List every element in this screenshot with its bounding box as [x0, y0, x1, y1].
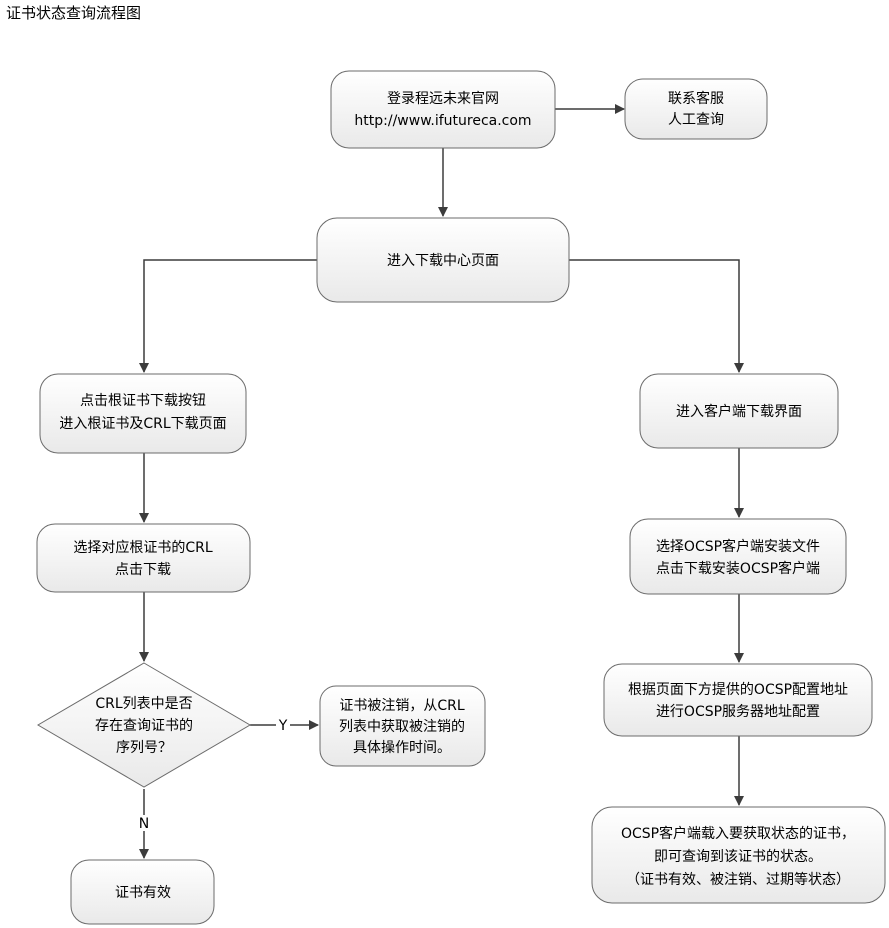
decision-line-1: CRL列表中是否 — [95, 696, 192, 712]
download-center-node: 进入下载中心页面 — [316, 217, 570, 303]
download-center-line-1: 进入下载中心页面 — [387, 253, 499, 269]
config-line-2: 进行OCSP服务器地址配置 — [656, 704, 820, 720]
service-line-1: 联系客服 — [668, 90, 724, 107]
revoked-node: 证书被注销，从CRL 列表中获取被注销的 具体操作时间。 — [319, 685, 486, 767]
no-label: N — [139, 816, 149, 832]
select-crl-line-1: 选择对应根证书的CRL — [73, 539, 213, 556]
service-line-2: 人工查询 — [668, 112, 724, 128]
arrow-download-center-to-root-cert — [139, 259, 317, 373]
config-node: 根据页面下方提供的OCSP配置地址 进行OCSP服务器地址配置 — [603, 663, 873, 737]
page-title: 证书状态查询流程图 — [6, 4, 142, 22]
root-cert-node: 点击根证书下载按钮 进入根证书及CRL下载页面 — [39, 373, 247, 454]
no-label-bg — [136, 815, 152, 831]
login-node: 登录程远未来官网 http://www.ifutureca.com — [330, 70, 556, 149]
root-cert-line-1: 点击根证书下载按钮 — [80, 393, 206, 409]
yes-label-bg — [276, 717, 290, 733]
decision-line-2: 存在查询证书的 — [95, 718, 193, 734]
ocsp-query-line-3: （证书有效、被注销、过期等状态） — [626, 871, 850, 888]
ocsp-query-line-1: OCSP客户端载入要获取状态的证书， — [621, 825, 855, 842]
select-ocsp-node: 选择OCSP客户端安装文件 点击下载安装OCSP客户端 — [629, 518, 847, 595]
select-crl-line-2: 点击下载 — [115, 562, 171, 578]
decision-line-3: 序列号？ — [116, 740, 172, 756]
config-line-1: 根据页面下方提供的OCSP配置地址 — [628, 682, 848, 698]
revoked-line-3: 具体操作时间。 — [353, 740, 451, 756]
arrow-download-center-to-client-page — [569, 259, 744, 373]
login-line-2: http://www.ifutureca.com — [354, 113, 531, 129]
select-ocsp-line-1: 选择OCSP客户端安装文件 — [656, 538, 820, 555]
client-page-node: 进入客户端下载界面 — [639, 373, 839, 449]
revoked-line-1: 证书被注销，从CRL — [339, 698, 465, 714]
login-line-1: 登录程远未来官网 — [387, 91, 499, 107]
select-ocsp-line-2: 点击下载安装OCSP客户端 — [656, 560, 820, 577]
client-page-line-1: 进入客户端下载界面 — [676, 403, 802, 420]
root-cert-line-2: 进入根证书及CRL下载页面 — [59, 416, 226, 432]
service-node: 联系客服 人工查询 — [624, 78, 768, 140]
valid-node: 证书有效 — [70, 859, 215, 925]
revoked-line-2: 列表中获取被注销的 — [339, 719, 465, 735]
decision-node: CRL列表中是否 存在查询证书的 序列号？ — [37, 662, 251, 788]
ocsp-query-line-2: 即可查询到该证书的状态。 — [654, 849, 822, 865]
select-crl-node: 选择对应根证书的CRL 点击下载 — [36, 523, 251, 593]
yes-label: Y — [278, 718, 288, 734]
ocsp-query-node: OCSP客户端载入要获取状态的证书， 即可查询到该证书的状态。 （证书有效、被注… — [591, 806, 886, 904]
valid-line-1: 证书有效 — [115, 885, 171, 901]
